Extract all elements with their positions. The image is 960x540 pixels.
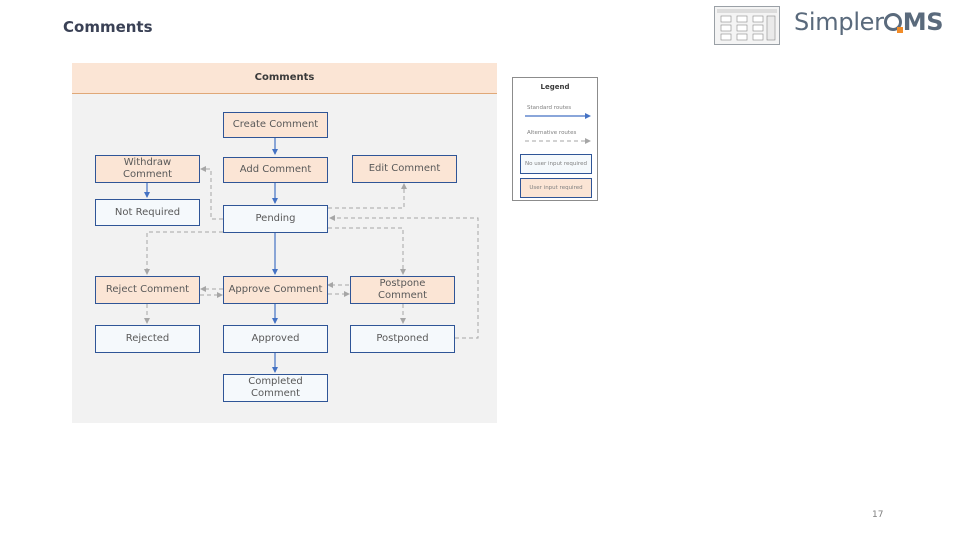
node-postpone-comment[interactable]: Postpone Comment — [350, 276, 455, 304]
logo: Simpler MS — [714, 6, 949, 46]
node-withdraw-comment[interactable]: Withdraw Comment — [95, 155, 200, 183]
page-title: Comments — [63, 18, 153, 36]
node-approved: Approved — [223, 325, 328, 353]
route-pending-to-edit — [328, 183, 407, 209]
node-reject-comment[interactable]: Reject Comment — [95, 276, 200, 304]
node-postponed: Postponed — [350, 325, 455, 353]
node-completed-comment: Completed Comment — [223, 374, 328, 402]
page-number: 17 — [872, 510, 884, 520]
legend: Legend Standard routes Alternative route… — [512, 77, 598, 201]
node-pending: Pending — [223, 205, 328, 233]
logo-text-regular: Simpler — [794, 8, 884, 36]
route-pending-to-reject — [144, 231, 223, 275]
diagram-thumbnail-icon — [714, 6, 780, 45]
legend-no-input-box: No user input required — [520, 154, 592, 174]
logo-text-bold: MS — [902, 8, 944, 36]
legend-standard-label: Standard routes — [527, 105, 572, 111]
node-not-required: Not Required — [95, 199, 200, 226]
connectors — [144, 138, 479, 373]
node-rejected: Rejected — [95, 325, 200, 353]
logo-o-icon — [883, 13, 903, 33]
legend-alternative-label: Alternative routes — [527, 130, 577, 136]
route-pending-to-postpone — [328, 227, 406, 275]
diagram-header: Comments — [72, 63, 497, 94]
legend-input-box: User input required — [520, 178, 592, 198]
logo-text: Simpler MS — [794, 8, 944, 36]
legend-title: Legend — [540, 83, 570, 91]
legend-standard-line — [525, 113, 591, 119]
standard-routes — [144, 138, 278, 373]
diagram-panel: Comments — [72, 63, 497, 423]
node-edit-comment[interactable]: Edit Comment — [352, 155, 457, 183]
legend-alternative-line — [525, 138, 591, 144]
alternative-routes — [144, 166, 479, 339]
route-postponed-to-pending — [329, 215, 479, 339]
route-pending-to-withdraw — [200, 166, 223, 220]
node-create-comment[interactable]: Create Comment — [223, 112, 328, 138]
node-approve-comment[interactable]: Approve Comment — [223, 276, 328, 304]
node-add-comment[interactable]: Add Comment — [223, 157, 328, 183]
